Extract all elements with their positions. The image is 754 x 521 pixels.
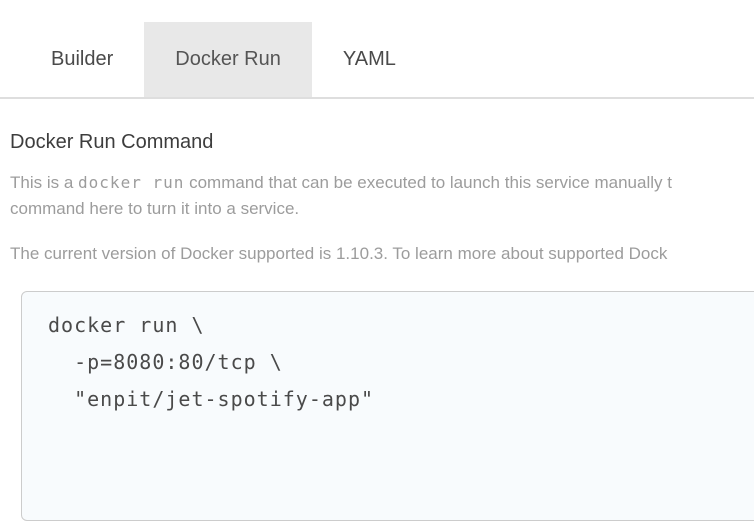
intro-text-pre: This is a bbox=[10, 173, 79, 192]
tab-builder[interactable]: Builder bbox=[51, 48, 114, 70]
tab-bar: Builder Docker Run YAML bbox=[0, 22, 754, 99]
tab-panel-docker-run: Docker Run Command This is a docker run … bbox=[0, 131, 754, 521]
intro-paragraph-line-1: This is a docker run command that can be… bbox=[10, 173, 672, 192]
version-paragraph: The current version of Docker supported … bbox=[10, 241, 754, 267]
intro-text-post: command that can be executed to launch t… bbox=[184, 173, 672, 192]
tab-yaml[interactable]: YAML bbox=[342, 48, 396, 70]
intro-paragraph-line-2: command here to turn it into a service. bbox=[10, 199, 300, 218]
page-title: Docker Run Command bbox=[10, 131, 214, 153]
intro-paragraph: This is a docker run command that can be… bbox=[10, 170, 754, 222]
docker-run-command-block: docker run \ -p=8080:80/tcp \ "enpit/jet… bbox=[21, 291, 754, 521]
inline-code-docker-run: docker run bbox=[78, 173, 185, 192]
docker-run-command-text: docker run \ -p=8080:80/tcp \ "enpit/jet… bbox=[48, 313, 375, 411]
version-paragraph-line: The current version of Docker supported … bbox=[10, 244, 668, 263]
tab-docker-run[interactable]: Docker Run bbox=[144, 22, 312, 97]
